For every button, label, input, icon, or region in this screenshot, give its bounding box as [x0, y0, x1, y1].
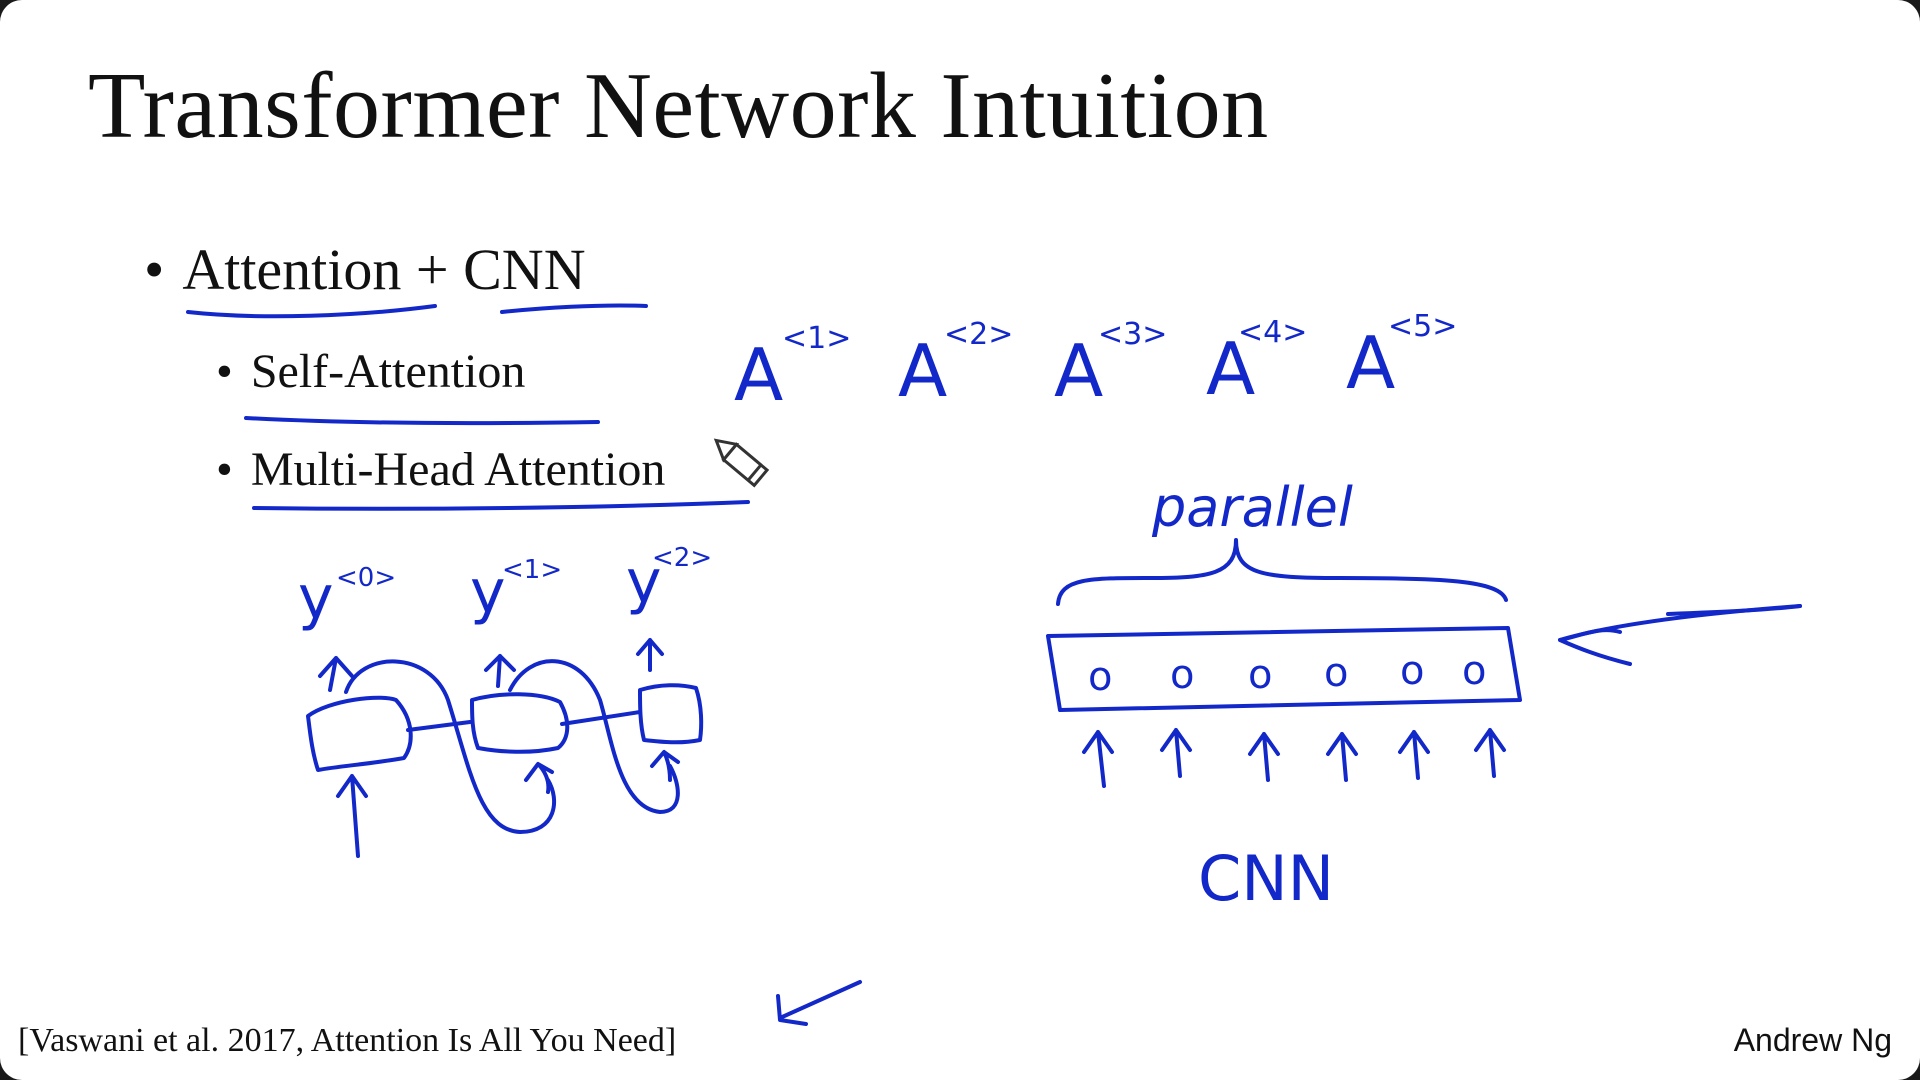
rnn-connector — [406, 720, 472, 732]
parallel-brace — [1056, 538, 1508, 606]
rnn-output-sup0: <0> — [336, 563, 396, 593]
cnn-unit: o — [1400, 648, 1424, 694]
slide-title: Transformer Network Intuition — [88, 54, 1269, 158]
right-pointer-arrow — [1558, 604, 1802, 666]
rnn-cell-0 — [306, 695, 413, 772]
a4-letter: A — [1206, 327, 1255, 411]
cnn-unit: o — [1170, 652, 1194, 698]
bullet-self-attention: • Self-Attention — [216, 344, 525, 399]
cnn-box — [1046, 626, 1522, 712]
a5-letter: A — [1346, 321, 1395, 405]
a2-letter: A — [898, 329, 947, 413]
bullet-marker: • — [144, 237, 165, 302]
bullet-multi-head-attention: • Multi-Head Attention — [216, 442, 665, 497]
cnn-unit: o — [1088, 654, 1112, 700]
rnn-loop-curve — [344, 659, 557, 834]
bullet-self-attention-text: Self-Attention — [250, 345, 526, 398]
rnn-output-sup1: <1> — [502, 555, 562, 585]
underline-self-attention — [244, 416, 600, 426]
a1-letter: A — [734, 333, 783, 417]
bullet-plus-text: + — [415, 237, 449, 302]
bullet-marker: • — [216, 345, 233, 398]
rnn-loop-curve — [508, 659, 680, 814]
rnn-output-y1: y — [470, 557, 506, 627]
bullet-cnn-text: CNN — [463, 237, 586, 302]
cnn-label: CNN — [1198, 842, 1334, 915]
rnn-sketch: y <0> y <1> y <2> — [298, 543, 712, 858]
bullet-attention-text: Attention — [182, 237, 402, 302]
rnn-output-y0: y — [298, 563, 334, 633]
cnn-input-arrow — [1248, 732, 1280, 782]
a1-superscript: <1> — [782, 321, 851, 356]
a3-superscript: <3> — [1098, 317, 1167, 352]
rnn-output-y2: y — [626, 547, 662, 617]
cnn-unit: o — [1462, 648, 1486, 694]
rnn-output-arrow — [484, 654, 516, 688]
right-pointer-shaft — [1558, 604, 1802, 642]
attention-outputs-row: A <1> A <2> A <3> A <4> A <5> — [734, 309, 1457, 417]
a4-superscript: <4> — [1238, 315, 1307, 350]
pencil-icon — [713, 438, 770, 488]
rnn-output-arrow — [636, 638, 664, 672]
citation-pointer-arrow — [776, 980, 862, 1026]
a5-superscript: <5> — [1388, 309, 1457, 344]
rnn-cell-1 — [470, 692, 570, 754]
cnn-unit: o — [1248, 652, 1272, 698]
rnn-input-arrow — [524, 762, 554, 794]
bullet-multi-head-text: Multi-Head Attention — [250, 443, 666, 496]
cnn-input-arrow — [1398, 730, 1430, 780]
rnn-cell-2 — [638, 683, 704, 745]
a2-superscript: <2> — [944, 317, 1013, 352]
citation: [Vaswani et al. 2017, Attention Is All Y… — [18, 1022, 677, 1059]
cnn-layer: o o o o o o — [1046, 626, 1522, 788]
bullet-attention-cnn: • Attention + CNN — [144, 236, 586, 303]
cnn-input-arrow — [1160, 728, 1192, 778]
rnn-connector — [560, 710, 642, 726]
cnn-unit: o — [1324, 650, 1348, 696]
rnn-output-sup2: <2> — [652, 543, 712, 573]
rnn-output-arrow — [318, 656, 354, 692]
a3-letter: A — [1054, 329, 1103, 413]
cnn-input-arrow — [1474, 728, 1506, 778]
underline-attention — [186, 304, 437, 319]
bullet-marker: • — [216, 443, 233, 496]
cnn-input-arrow — [1326, 732, 1358, 782]
parallel-label: parallel — [1151, 476, 1353, 539]
cnn-input-arrow — [1082, 730, 1114, 788]
underline-cnn — [500, 303, 648, 314]
rnn-input-arrow — [336, 774, 368, 858]
underline-multi-head — [252, 500, 750, 511]
author-name: Andrew Ng — [1733, 1022, 1892, 1058]
